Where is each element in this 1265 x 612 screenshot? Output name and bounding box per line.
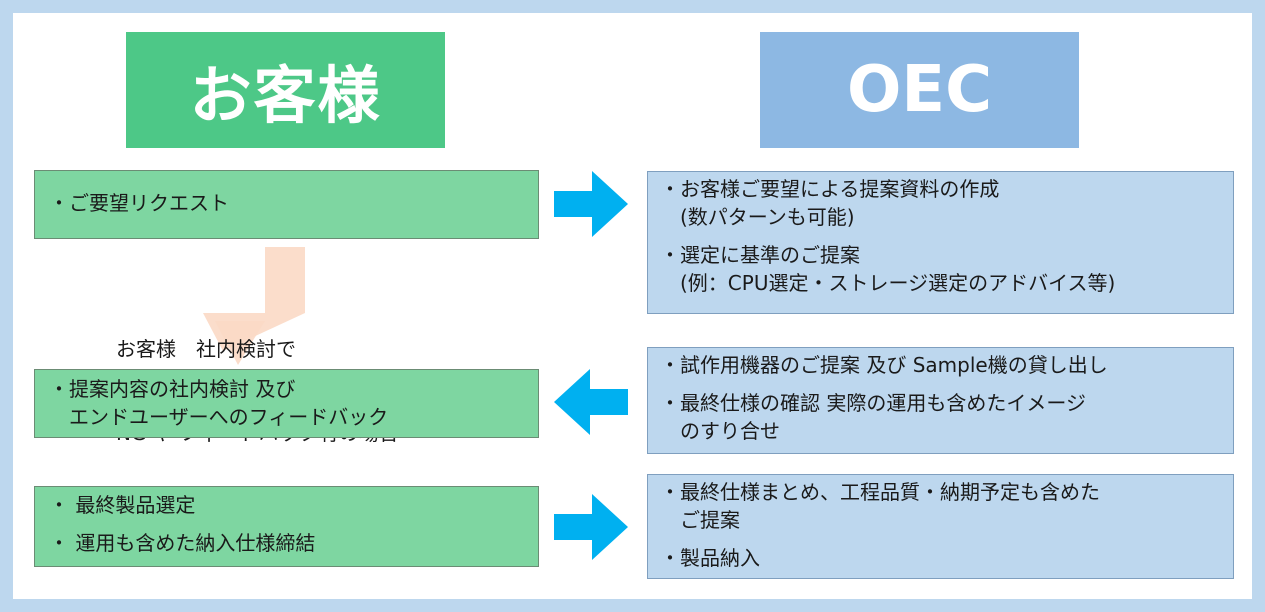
customer-step-review-line-2: エンドユーザーへのフィードバック bbox=[49, 405, 389, 429]
oec-step-proposal-line-1: ・お客様ご要望による提案資料の作成 bbox=[660, 177, 1000, 201]
oec-step-delivery-line-3: ・製品納入 bbox=[660, 546, 760, 570]
oec-step-proposal-line-2: (数パターンも可能) bbox=[660, 205, 855, 229]
oec-step-proposal-line-4: (例：CPU選定・ストレージ選定のアドバイス等) bbox=[660, 271, 1116, 295]
customer-header-label: お客様 bbox=[189, 59, 382, 132]
customer-header: お客様 bbox=[126, 32, 445, 148]
oec-step-proposal: ・お客様ご要望による提案資料の作成 (数パターンも可能) ・選定に基準のご提案 … bbox=[647, 171, 1234, 314]
customer-step-review-line-1: ・提案内容の社内検討 及び bbox=[49, 377, 296, 401]
oec-step-delivery: ・最終仕様まとめ、工程品質・納期予定も含めた ご提案 ・製品納入 bbox=[647, 474, 1234, 579]
diagram-canvas: お客様 OEC ・ご要望リクエスト お客様 社内検討で NG や フィードバック… bbox=[13, 13, 1252, 599]
customer-step-final-line-2: ・ 運用も含めた納入仕様締結 bbox=[49, 531, 316, 555]
loop-note-line-1: お客様 社内検討で bbox=[116, 337, 296, 361]
customer-step-request: ・ご要望リクエスト bbox=[34, 170, 539, 239]
oec-step-proposal-line-3: ・選定に基準のご提案 bbox=[660, 243, 860, 267]
oec-step-sample-line-2: ・最終仕様の確認 実際の運用も含めたイメージ bbox=[660, 391, 1086, 415]
oec-step-sample: ・試作用機器のご提案 及び Sample機の貸し出し ・最終仕様の確認 実際の運… bbox=[647, 347, 1234, 454]
oec-step-sample-line-1: ・試作用機器のご提案 及び Sample機の貸し出し bbox=[660, 353, 1108, 377]
oec-step-delivery-line-1: ・最終仕様まとめ、工程品質・納期予定も含めた bbox=[660, 480, 1100, 504]
customer-step-final: ・ 最終製品選定 ・ 運用も含めた納入仕様締結 bbox=[34, 486, 539, 567]
arrow-to-oec-2 bbox=[554, 494, 628, 560]
arrow-to-oec-1 bbox=[554, 171, 628, 237]
oec-header: OEC bbox=[760, 32, 1079, 148]
arrow-to-customer bbox=[554, 369, 628, 435]
oec-step-delivery-line-2: ご提案 bbox=[660, 508, 740, 532]
oec-step-sample-line-3: のすり合せ bbox=[660, 419, 780, 443]
oec-header-label: OEC bbox=[846, 53, 993, 127]
customer-step-review: ・提案内容の社内検討 及び エンドユーザーへのフィードバック bbox=[34, 369, 539, 438]
customer-step-final-line-1: ・ 最終製品選定 bbox=[49, 493, 196, 517]
customer-step-request-line: ・ご要望リクエスト bbox=[49, 191, 229, 215]
loop-back-arrow bbox=[203, 247, 305, 365]
